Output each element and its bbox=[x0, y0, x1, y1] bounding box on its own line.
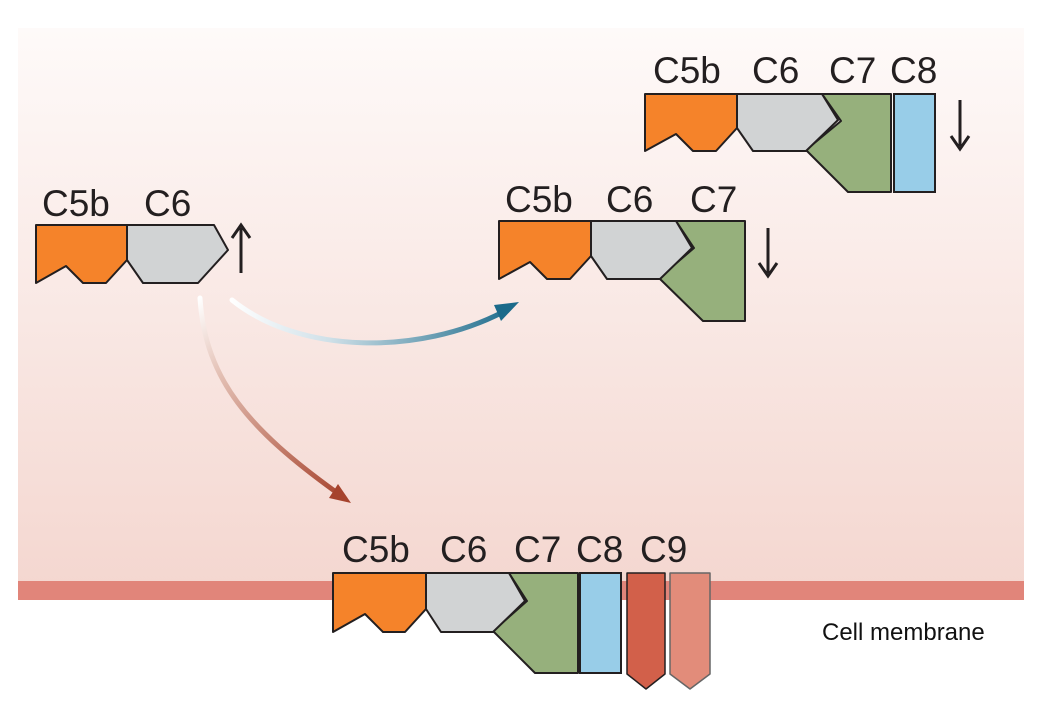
mac-c8-subunit bbox=[579, 572, 622, 674]
c5b6-label-c6: C6 bbox=[144, 183, 191, 224]
complex-c5b6: C5b C6 bbox=[35, 183, 252, 284]
c5b7-label-c5b: C5b bbox=[505, 179, 573, 220]
mac-label-c9: C9 bbox=[640, 529, 687, 570]
c5b8-c6-subunit bbox=[736, 93, 839, 152]
c5b8-down-arrow-icon bbox=[949, 100, 971, 152]
pathway-arrow-to-c5b7 bbox=[229, 297, 519, 346]
mac-label-c5b: C5b bbox=[342, 529, 410, 570]
c5b8-c5b-subunit bbox=[644, 93, 738, 152]
c5b8-c7-subunit bbox=[805, 93, 892, 193]
c5b6-c5b-subunit bbox=[35, 224, 128, 284]
c5b7-c5b-subunit bbox=[498, 220, 592, 280]
complex-c5b8: C5b C6 C7 C8 bbox=[644, 50, 971, 193]
mac-label-c8: C8 bbox=[576, 529, 623, 570]
mac-c7-subunit bbox=[492, 572, 579, 674]
cell-membrane-label: Cell membrane bbox=[822, 619, 985, 646]
mac-c5b-subunit bbox=[332, 572, 427, 633]
c5b6-c6-subunit bbox=[126, 224, 229, 284]
c5b8-label-c6: C6 bbox=[752, 50, 799, 91]
c5b8-label-c5b: C5b bbox=[653, 50, 721, 91]
c5b7-c6-subunit bbox=[590, 220, 693, 280]
complex-mac: C5b C6 C7 C8 C9 bbox=[332, 529, 711, 690]
c5b7-label-c7: C7 bbox=[690, 179, 737, 220]
c5b8-label-c8: C8 bbox=[890, 50, 937, 91]
c5b7-down-arrow-icon bbox=[757, 228, 779, 279]
c5b7-c7-subunit bbox=[658, 220, 746, 322]
c5b8-label-c7: C7 bbox=[829, 50, 876, 91]
c5b7-label-c6: C6 bbox=[606, 179, 653, 220]
mac-c9-light-subunit bbox=[669, 572, 711, 690]
mac-c9-dark-subunit bbox=[626, 572, 666, 690]
c5b6-label-c5b: C5b bbox=[42, 183, 110, 224]
mac-c6-subunit bbox=[425, 572, 526, 633]
c5b8-c8-subunit bbox=[893, 93, 936, 193]
complex-c5b7: C5b C6 C7 bbox=[498, 179, 779, 322]
mac-label-c6: C6 bbox=[440, 529, 487, 570]
c5b6-up-arrow-icon bbox=[230, 222, 252, 273]
mac-label-c7: C7 bbox=[514, 529, 561, 570]
pathway-arrow-to-membrane bbox=[197, 295, 351, 503]
